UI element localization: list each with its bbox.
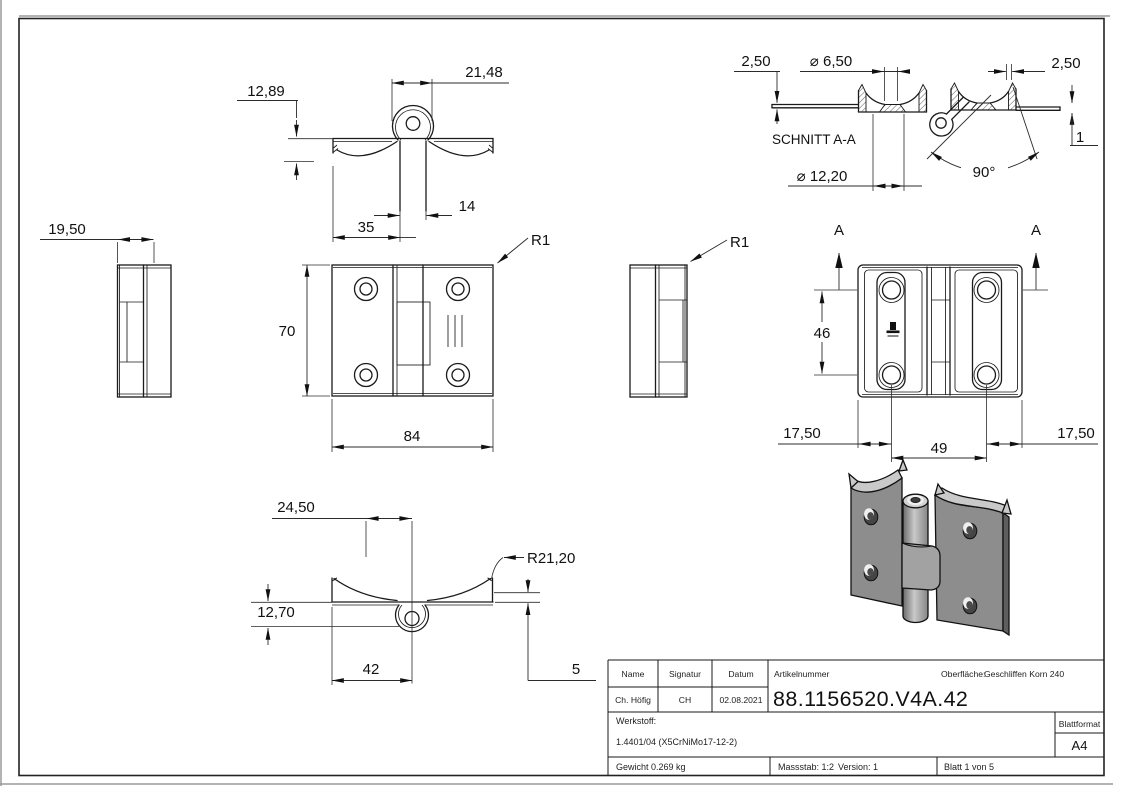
section-marker-a-left: A [834, 222, 844, 239]
dim-open-angle: 90° [973, 164, 996, 181]
view-bottom-profile: 24,50 R21,20 12,70 42 5 [251, 499, 596, 685]
dim-radius-right: R1 [730, 234, 749, 251]
dim-hole-spacing-h: 49 [931, 440, 948, 457]
view-top-profile: 21,48 12,89 14 35 [237, 64, 509, 242]
titleblock-oberflaeche-label: Oberfläche: [941, 669, 985, 679]
dim-hole-spacing-v: 46 [814, 325, 831, 342]
titleblock-oberflaeche-value: Geschliffen Korn 240 [984, 669, 1064, 679]
dim-radius-large: R21,20 [527, 550, 575, 567]
dim-width: 84 [404, 428, 421, 445]
titleblock-datum-value: 02.08.2021 [719, 695, 762, 705]
dim-height-bottom: 12,70 [257, 604, 295, 621]
titleblock-artikelnummer-label: Artikelnummer [774, 669, 830, 679]
manufacturer-stamp-icon [886, 322, 900, 337]
titleblock-signatur-value: CH [679, 695, 691, 705]
section-label: SCHNITT A-A [772, 132, 856, 147]
dim-offset: 1 [1076, 129, 1084, 146]
titleblock-version: Version: 1 [838, 762, 878, 772]
dim-depth: 19,50 [48, 221, 86, 238]
titleblock-name-value: Ch. Höfig [615, 695, 651, 705]
dim-edge-right: 17,50 [1057, 425, 1095, 442]
view-section-a-a: 2,50 ⌀ 6,50 SCHNITT A-A ⌀ 12,20 2,50 1 9… [734, 53, 1098, 191]
dim-plate-thickness-left: 2,50 [741, 53, 770, 70]
title-block: Name Signatur Datum Ch. Höfig CH 02.08.2… [607, 659, 1104, 775]
dim-wing-width-bottom: 42 [363, 661, 380, 678]
dim-plate-thickness-right: 2,50 [1051, 55, 1080, 72]
titleblock-werkstoff-value: 1.4401/04 (X5CrNiMo17-12-2) [616, 737, 737, 747]
dim-height: 70 [279, 323, 296, 340]
view-back: A A 46 17,50 49 17,50 [778, 222, 1098, 462]
dim-radius: R1 [531, 232, 550, 249]
dim-pin-offset: 24,50 [277, 499, 315, 516]
dim-wing-width: 35 [358, 219, 375, 236]
view-side-right: R1 [629, 234, 749, 398]
drawing-border [18, 17, 1105, 777]
view-iso-3d [848, 458, 1012, 637]
view-front: 70 84 R1 [279, 232, 550, 452]
titleblock-massstab: Massstab: 1:2 [778, 762, 834, 772]
titleblock-signatur-label: Signatur [669, 669, 701, 679]
dim-height-top: 12,89 [247, 83, 285, 100]
view-side-left: 19,50 [40, 221, 172, 398]
dim-knuckle-width: 21,48 [465, 64, 503, 81]
section-marker-a-right: A [1031, 222, 1041, 239]
titleblock-blattformat-value: A4 [1072, 738, 1088, 753]
titleblock-name-label: Name [622, 669, 645, 679]
dim-edge-left: 17,50 [783, 425, 821, 442]
titleblock-datum-label: Datum [728, 669, 753, 679]
titleblock-werkstoff-label: Werkstoff: [616, 716, 656, 726]
dim-hole-dia: ⌀ 6,50 [810, 53, 852, 70]
dim-web-width: 14 [459, 198, 476, 215]
dim-edge-bottom: 5 [572, 661, 580, 678]
titleblock-gewicht: Gewicht 0.269 kg [616, 762, 686, 772]
titleblock-artikelnummer-value: 88.1156520.V4A.42 [773, 687, 968, 711]
dim-counterbore-dia: ⌀ 12,20 [797, 168, 848, 185]
titleblock-blattformat-label: Blattformat [1059, 719, 1101, 729]
titleblock-blatt: Blatt 1 von 5 [944, 762, 994, 772]
